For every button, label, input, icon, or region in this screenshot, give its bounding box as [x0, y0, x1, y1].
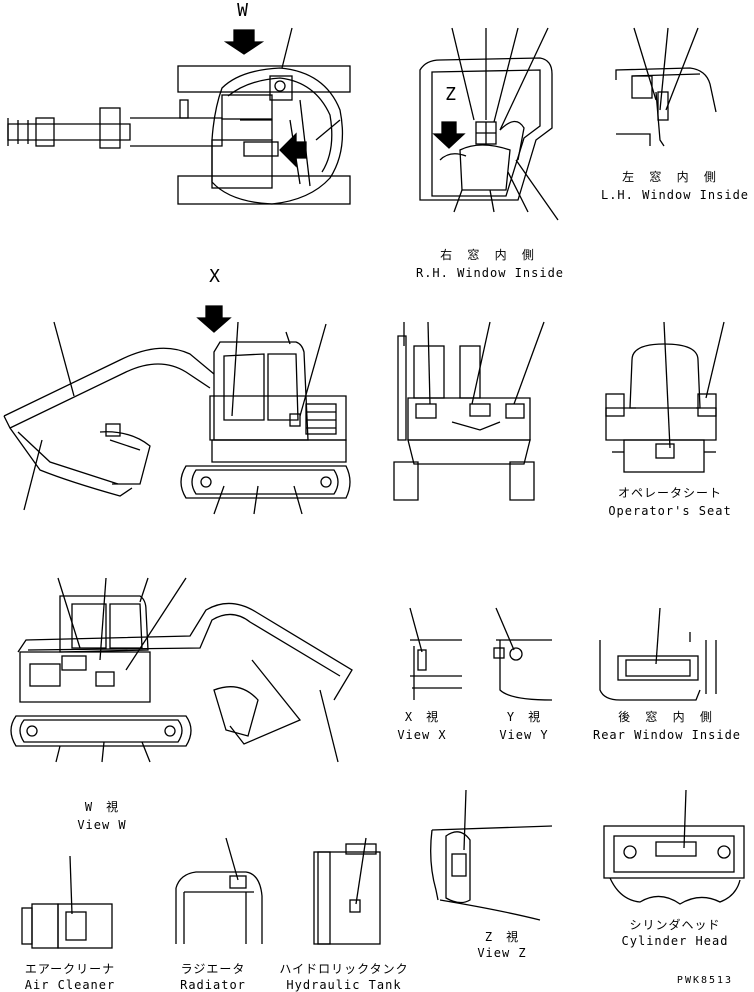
view-z-label-jp: Z 視 — [484, 930, 520, 944]
air-cleaner-label-jp: エアークリーナ — [24, 962, 116, 976]
lh-window-inside-view — [615, 27, 717, 147]
rh-window-label-en: R.H. Window Inside — [415, 266, 565, 280]
view-x-label-jp: X 視 — [404, 710, 440, 724]
hydraulic-tank-view — [313, 837, 381, 945]
radiator-label-jp: ラジエータ — [180, 962, 246, 976]
radiator-label-en: Radiator — [180, 978, 246, 992]
air-cleaner-view — [21, 855, 113, 949]
callout-w: W — [237, 0, 249, 21]
view-z-label-en: View Z — [477, 946, 527, 960]
view-y-label-jp: Y 視 — [506, 710, 542, 724]
hydraulic-tank-label-jp: ハイドロリックタンク — [279, 962, 409, 976]
drawing-code: PWK8513 — [676, 975, 734, 986]
lh-window-label-en: L.H. Window Inside — [600, 188, 750, 202]
lh-window-label-jp: 左 窓 内 側 — [622, 170, 720, 184]
cylinder-head-label-jp: シリンダヘッド — [629, 918, 721, 932]
excavator-view-w — [10, 577, 353, 763]
rear-window-inside-view — [599, 607, 717, 701]
rear-window-label-en: Rear Window Inside — [592, 728, 742, 742]
rh-window-label-jp: 右 窓 内 側 — [440, 248, 538, 262]
excavator-side-view — [3, 305, 351, 515]
cylinder-head-label-en: Cylinder Head — [621, 934, 729, 948]
air-cleaner-label-en: Air Cleaner — [24, 978, 116, 992]
operator-seat-label-jp: オペレータシート — [617, 486, 722, 500]
rear-window-label-jp: 後 窓 内 側 — [618, 710, 716, 724]
callout-z: Z — [445, 84, 457, 105]
view-x-label-en: View X — [397, 728, 447, 742]
hydraulic-tank-label-en: Hydraulic Tank — [286, 978, 402, 992]
rh-window-inside-view — [419, 27, 559, 221]
excavator-rear-view — [393, 321, 545, 501]
view-w-label-jp: W 視 — [84, 800, 120, 814]
excavator-top-view — [7, 27, 351, 205]
operator-seat-view — [605, 321, 725, 473]
view-x-detail — [409, 607, 462, 700]
view-y-label-en: View Y — [499, 728, 549, 742]
cylinder-head-view — [603, 789, 745, 905]
view-w-label-en: View W — [77, 818, 127, 832]
view-z-detail — [430, 789, 553, 921]
callout-x: X — [209, 266, 221, 287]
operator-seat-label-en: Operator's Seat — [608, 504, 732, 518]
view-y-detail — [493, 607, 553, 701]
radiator-view — [175, 837, 263, 944]
